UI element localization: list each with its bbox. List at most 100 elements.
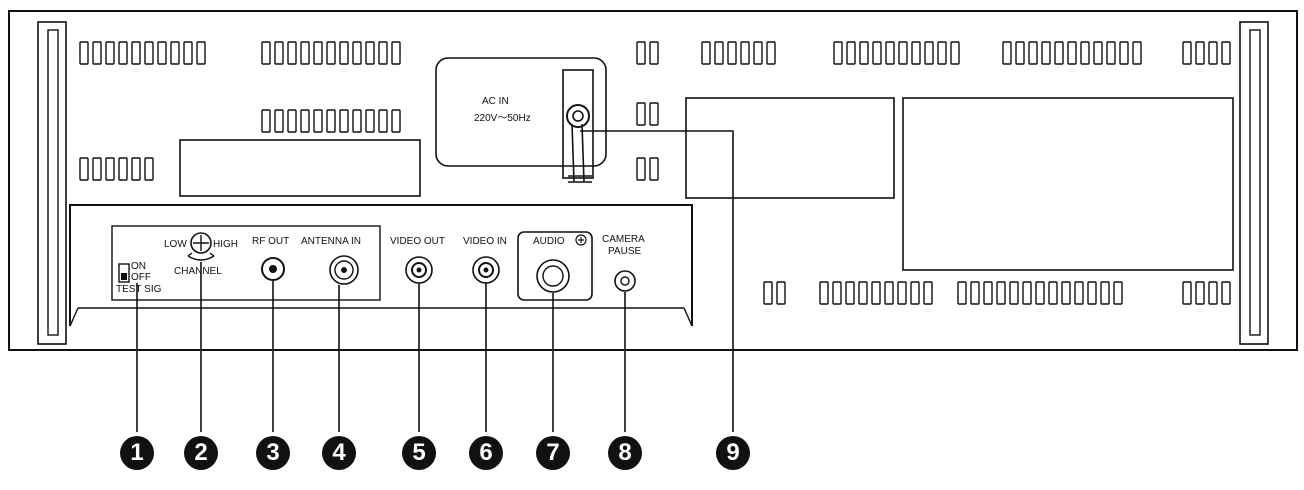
vent-slot bbox=[157, 41, 167, 65]
vent-slot bbox=[144, 41, 154, 65]
vent-slot bbox=[1182, 281, 1192, 305]
vent-slot bbox=[1061, 281, 1071, 305]
callout-8: 8 bbox=[608, 436, 642, 470]
vent-slot bbox=[740, 41, 750, 65]
vent-slot bbox=[885, 41, 895, 65]
vent-slot bbox=[118, 41, 128, 65]
vent-slot bbox=[1035, 281, 1045, 305]
vent-slot bbox=[300, 109, 310, 133]
vent-slot bbox=[1080, 41, 1090, 65]
vent-slot bbox=[365, 41, 375, 65]
camera-label: CAMERA bbox=[602, 234, 645, 245]
vent-slot bbox=[1054, 41, 1064, 65]
connector-panel bbox=[69, 204, 693, 326]
vent-slot bbox=[170, 41, 180, 65]
vent-slot bbox=[92, 41, 102, 65]
label-plate-right-small bbox=[685, 97, 895, 199]
channel-knob bbox=[190, 232, 212, 254]
chassis-outline bbox=[8, 10, 1298, 351]
vent-slot bbox=[846, 41, 856, 65]
vent-slot bbox=[1100, 281, 1110, 305]
vent-slot bbox=[1009, 281, 1019, 305]
vent-slot bbox=[79, 157, 89, 181]
vent-slot bbox=[326, 109, 336, 133]
callout-6: 6 bbox=[469, 436, 503, 470]
vent-slot bbox=[884, 281, 894, 305]
vent-slot bbox=[1195, 41, 1205, 65]
vent-slot bbox=[352, 41, 362, 65]
vent-slot bbox=[131, 157, 141, 181]
vent-slot bbox=[131, 41, 141, 65]
vent-slot bbox=[287, 41, 297, 65]
vent-slot bbox=[923, 281, 933, 305]
vent-slot bbox=[1087, 281, 1097, 305]
vent-slot bbox=[339, 109, 349, 133]
vent-slot bbox=[937, 41, 947, 65]
channel-low-label: LOW bbox=[164, 239, 187, 250]
audio-label: AUDIO bbox=[533, 236, 565, 247]
audio-jack-frame bbox=[517, 231, 593, 301]
rf-out-jack bbox=[261, 257, 285, 281]
vent-slot bbox=[261, 41, 271, 65]
vent-slot bbox=[649, 102, 659, 126]
vent-slot bbox=[196, 41, 206, 65]
vent-slot bbox=[819, 281, 829, 305]
vent-slot bbox=[636, 41, 646, 65]
vent-slot bbox=[996, 281, 1006, 305]
vent-slot bbox=[287, 109, 297, 133]
vent-slot bbox=[105, 157, 115, 181]
channel-high-label: HIGH bbox=[213, 239, 238, 250]
vent-slot bbox=[378, 41, 388, 65]
audio-plus-icon bbox=[575, 234, 587, 246]
vent-slot bbox=[1028, 41, 1038, 65]
vent-slot bbox=[1048, 281, 1058, 305]
vent-slot bbox=[1067, 41, 1077, 65]
vent-slot bbox=[753, 41, 763, 65]
vent-slot bbox=[1022, 281, 1032, 305]
vent-slot bbox=[1119, 41, 1129, 65]
vent-slot bbox=[1221, 41, 1231, 65]
vent-slot bbox=[845, 281, 855, 305]
vent-slot bbox=[274, 41, 284, 65]
vent-slot bbox=[352, 109, 362, 133]
vent-slot bbox=[636, 157, 646, 181]
ac-in-box bbox=[435, 57, 607, 167]
vent-slot bbox=[858, 281, 868, 305]
test-off-label: OFF bbox=[131, 272, 151, 283]
vent-slot bbox=[1041, 41, 1051, 65]
vent-slot bbox=[105, 41, 115, 65]
test-on-label: ON bbox=[131, 261, 146, 272]
vent-slot bbox=[714, 41, 724, 65]
vent-slot bbox=[859, 41, 869, 65]
camera-pause-jack bbox=[614, 270, 636, 292]
callout-1: 1 bbox=[120, 436, 154, 470]
vent-slot bbox=[833, 41, 843, 65]
vent-slot bbox=[727, 41, 737, 65]
vent-slot bbox=[911, 41, 921, 65]
vent-slot bbox=[378, 109, 388, 133]
test-sig-switch bbox=[118, 263, 130, 283]
label-plate-left bbox=[179, 139, 421, 197]
antenna-in-label: ANTENNA IN bbox=[301, 236, 362, 247]
vent-slot bbox=[701, 41, 711, 65]
vent-slot bbox=[313, 109, 323, 133]
antenna-in-jack bbox=[329, 255, 359, 285]
vent-slot bbox=[636, 102, 646, 126]
ac-in-label: AC IN bbox=[482, 96, 509, 107]
vent-slot bbox=[983, 281, 993, 305]
voltage-label: 220V～50Hz bbox=[474, 113, 531, 124]
vent-slot bbox=[1195, 281, 1205, 305]
vent-slot bbox=[313, 41, 323, 65]
vent-slot bbox=[832, 281, 842, 305]
vent-slot bbox=[1132, 41, 1142, 65]
vent-slot bbox=[910, 281, 920, 305]
vent-slot bbox=[1208, 281, 1218, 305]
vent-slot bbox=[1182, 41, 1192, 65]
vent-slot bbox=[118, 157, 128, 181]
vent-slot bbox=[776, 281, 786, 305]
vent-slot bbox=[1015, 41, 1025, 65]
vent-slot bbox=[391, 109, 401, 133]
vent-slot bbox=[763, 281, 773, 305]
vent-slot bbox=[144, 157, 154, 181]
